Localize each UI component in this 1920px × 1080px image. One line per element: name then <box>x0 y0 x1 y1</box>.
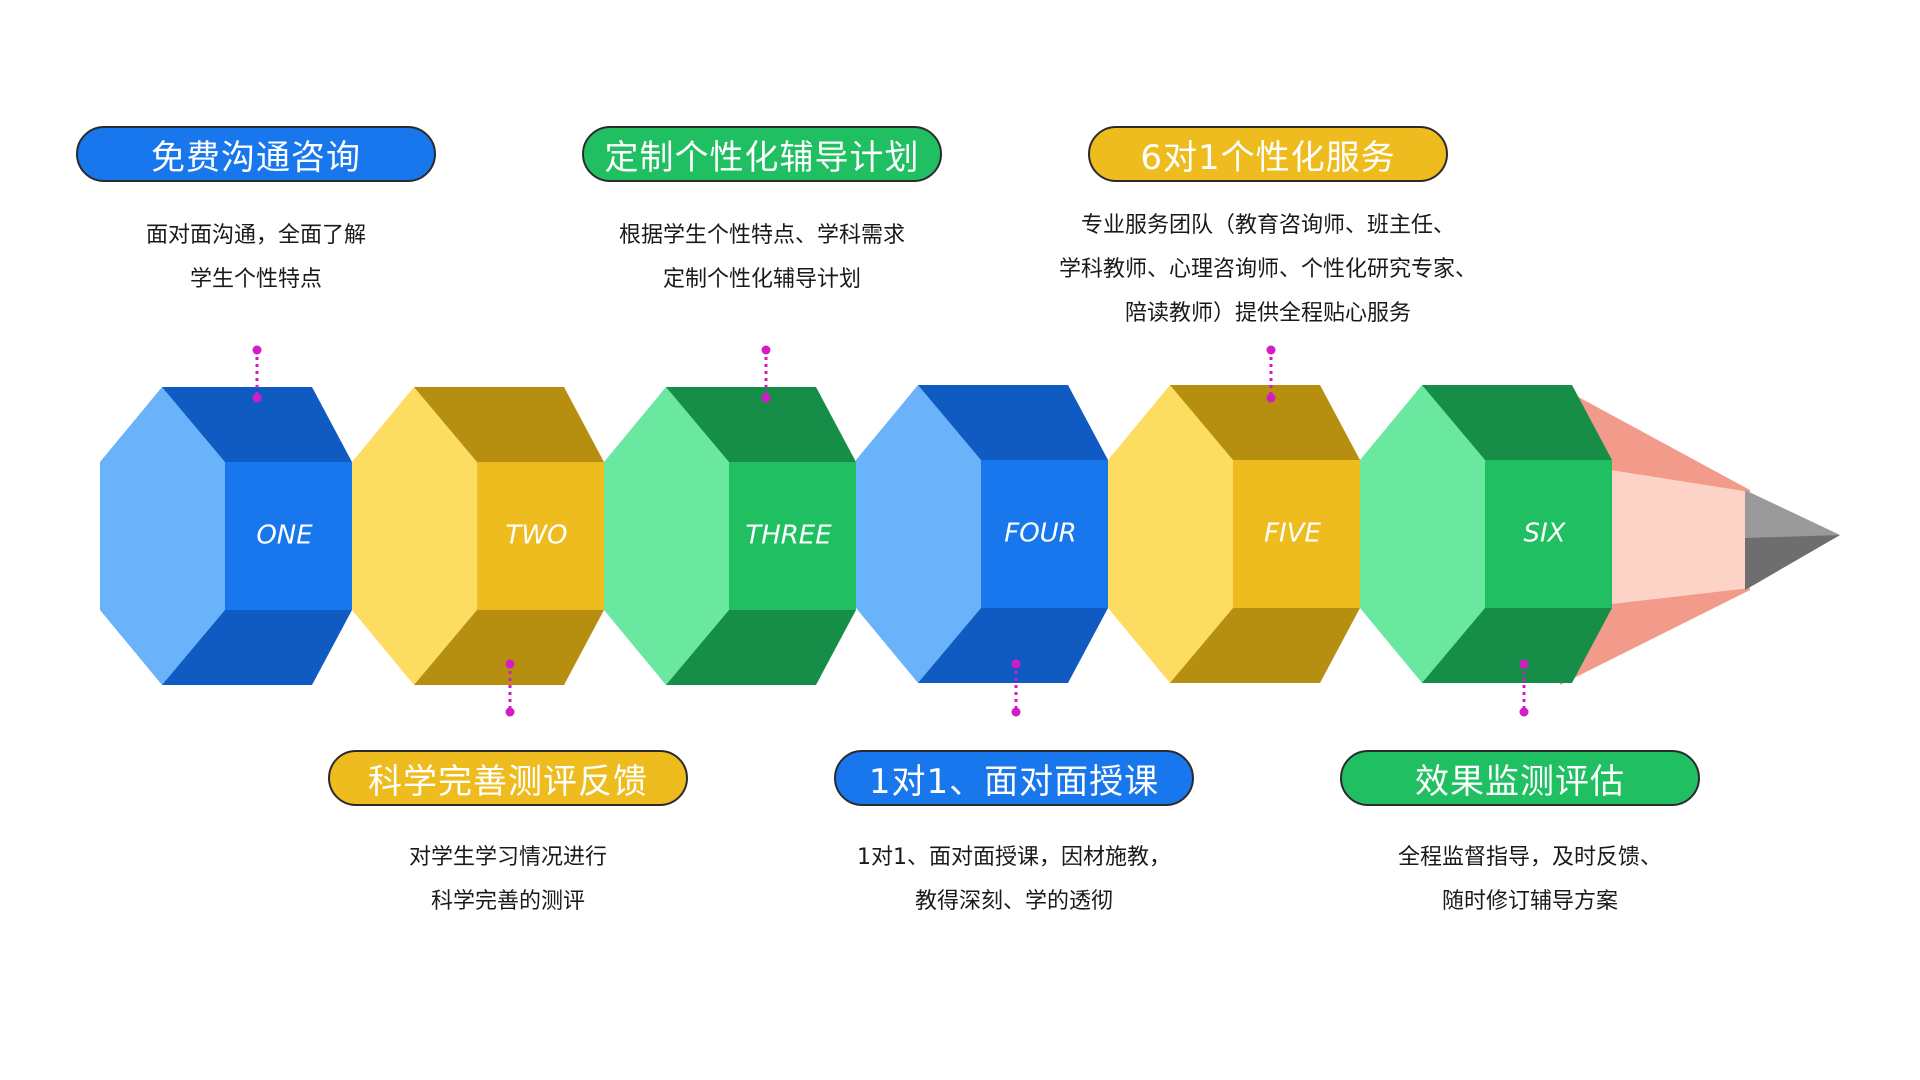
step-1-title-pill: 免费沟通咨询 <box>76 126 436 182</box>
step-3-title-pill: 定制个性化辅导计划 <box>582 126 942 182</box>
segment-top-bevel <box>1170 385 1360 460</box>
pencil-segment-1: ONE <box>100 387 352 685</box>
pencil-segment-3: THREE <box>604 387 856 685</box>
connector-dot <box>1519 707 1529 717</box>
segment-side <box>352 387 477 685</box>
step-5-description: 专业服务团队（教育咨询师、班主任、 学科教师、心理咨询师、个性化研究专家、 陪读… <box>1008 204 1528 336</box>
connector-dot <box>252 345 262 355</box>
segment-side <box>1360 385 1485 683</box>
segment-label-4: FOUR <box>1004 519 1077 549</box>
segment-front-face <box>1485 460 1612 608</box>
segment-front-face <box>1233 460 1360 608</box>
step-1-description: 面对面沟通，全面了解 学生个性特点 <box>56 214 456 302</box>
connector-dot <box>1266 393 1276 403</box>
segment-label-2: TWO <box>505 521 567 551</box>
segment-bottom-bevel <box>162 610 352 685</box>
segment-front-face <box>225 462 352 610</box>
connector-dot <box>1519 659 1529 669</box>
segment-top-bevel <box>162 387 352 462</box>
segment-top-bevel <box>918 385 1108 460</box>
segment-side <box>1108 385 1233 683</box>
pencil-segment-4: FOUR <box>856 385 1108 683</box>
segment-bottom-bevel <box>414 610 604 685</box>
step-2-line-2: 科学完善的测评 <box>430 889 585 914</box>
step-6-line-2: 随时修订辅导方案 <box>1441 889 1618 914</box>
step-3-line-2: 定制个性化辅导计划 <box>662 267 861 292</box>
connector-dot <box>1011 659 1021 669</box>
pencil-segment-5: FIVE <box>1108 385 1360 683</box>
step-5-line-1: 专业服务团队（教育咨询师、班主任、 <box>1080 213 1455 238</box>
segment-top-bevel <box>666 387 856 462</box>
segment-label-1: ONE <box>256 521 313 551</box>
segment-front-face <box>477 462 604 610</box>
step-4-title-pill: 1对1、面对面授课 <box>834 750 1194 806</box>
step-1-line-2: 学生个性特点 <box>189 267 322 292</box>
segment-bottom-bevel <box>666 610 856 685</box>
segment-top-bevel <box>1422 385 1612 460</box>
segment-front-face <box>729 462 856 610</box>
step-2-line-1: 对学生学习情况进行 <box>408 845 607 870</box>
segment-label-3: THREE <box>745 521 832 551</box>
step-6-title-pill: 效果监测评估 <box>1340 750 1700 806</box>
step-6-line-1: 全程监督指导，及时反馈、 <box>1397 845 1662 870</box>
step-5-line-2: 学科教师、心理咨询师、个性化研究专家、 <box>1058 257 1477 282</box>
step-6-description: 全程监督指导，及时反馈、 随时修订辅导方案 <box>1320 836 1740 924</box>
connector-dot <box>1266 345 1276 355</box>
segment-label-6: SIX <box>1524 519 1567 549</box>
connector-dot <box>1011 707 1021 717</box>
step-2-title-pill: 科学完善测评反馈 <box>328 750 688 806</box>
step-4-line-1: 1对1、面对面授课，因材施教， <box>857 845 1171 870</box>
pencil-segment-6: SIX <box>1360 385 1612 683</box>
segment-side <box>856 385 981 683</box>
step-4-line-2: 教得深刻、学的透彻 <box>914 889 1113 914</box>
pencil-segments: ONE TWO THREE FOUR FIVE SIX <box>100 385 1612 685</box>
connector-dot <box>505 659 515 669</box>
step-2-description: 对学生学习情况进行 科学完善的测评 <box>308 836 708 924</box>
step-5-line-3: 陪读教师）提供全程贴心服务 <box>1124 301 1411 326</box>
step-3-description: 根据学生个性特点、学科需求 定制个性化辅导计划 <box>542 214 982 302</box>
step-5-title-pill: 6对1个性化服务 <box>1088 126 1448 182</box>
segment-bottom-bevel <box>918 608 1108 683</box>
segment-label-5: FIVE <box>1264 519 1321 549</box>
connector-lines <box>252 345 1529 717</box>
connector-dot <box>505 707 515 717</box>
segment-side <box>604 387 729 685</box>
connector-dot <box>252 393 262 403</box>
step-4-description: 1对1、面对面授课，因材施教， 教得深刻、学的透彻 <box>794 836 1234 924</box>
step-3-line-1: 根据学生个性特点、学科需求 <box>618 223 905 248</box>
step-1-line-1: 面对面沟通，全面了解 <box>145 223 366 248</box>
segment-side <box>100 387 225 685</box>
segment-front-face <box>981 460 1108 608</box>
pencil-segment-2: TWO <box>352 387 604 685</box>
segment-bottom-bevel <box>1170 608 1360 683</box>
connector-dot <box>761 393 771 403</box>
connector-dot <box>761 345 771 355</box>
segment-top-bevel <box>414 387 604 462</box>
segment-bottom-bevel <box>1422 608 1612 683</box>
